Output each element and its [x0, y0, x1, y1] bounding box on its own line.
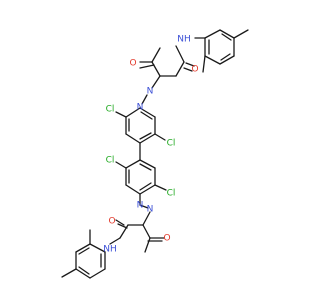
atom-label-chlorine-1: Cl	[106, 105, 115, 115]
atom-labels: Cl Cl Cl Cl N N N N NH NH O O O O	[103, 35, 198, 255]
atom-label-chlorine-2: Cl	[167, 139, 176, 149]
upper-central-ring	[115, 107, 166, 161]
atom-label-oxygen-1: O	[191, 65, 198, 75]
atom-label-azo-n-3: N	[137, 201, 144, 211]
bottom-aryl-ring	[61, 229, 106, 279]
atom-label-amide-nh-top: NH	[177, 35, 191, 45]
atom-label-azo-n-4: N	[147, 205, 154, 215]
structure-canvas: Cl Cl Cl Cl N N N N NH NH O O O O	[61, 29, 249, 279]
top-chain	[139, 37, 206, 105]
atom-label-oxygen-2: O	[129, 59, 136, 69]
molecule-structure: Cl Cl Cl Cl N N N N NH NH O O O O	[61, 29, 249, 279]
atom-label-azo-n-1: N	[147, 87, 154, 97]
atom-label-oxygen-4: O	[163, 234, 170, 244]
atom-label-oxygen-3: O	[108, 217, 115, 227]
top-aryl-ring	[202, 29, 249, 73]
atom-label-chlorine-3: Cl	[106, 156, 115, 166]
atom-label-azo-n-2: N	[137, 103, 144, 113]
atom-label-amide-nh-bottom: NH	[103, 245, 117, 255]
lower-central-ring	[115, 159, 167, 206]
atom-label-chlorine-4: Cl	[167, 189, 176, 199]
bottom-chain	[109, 204, 165, 253]
